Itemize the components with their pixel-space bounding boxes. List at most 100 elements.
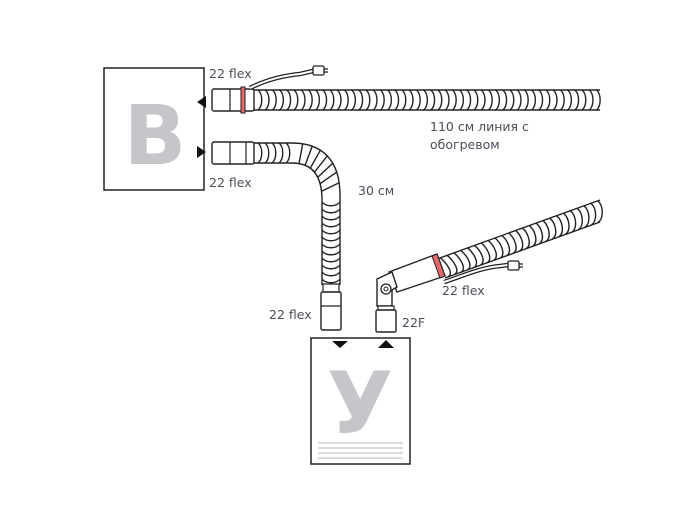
hose-coil: [542, 220, 550, 243]
hose-coil: [583, 205, 590, 229]
label-port-22f: 22F: [402, 315, 425, 330]
hose-coil: [453, 252, 465, 273]
hose-coil: [521, 227, 530, 250]
hose-coil: [321, 229, 341, 235]
hose-coil: [271, 89, 277, 111]
hose-coil: [293, 89, 299, 111]
hose-coil: [358, 89, 364, 111]
hose-coil: [459, 89, 465, 111]
hose-coil: [321, 250, 341, 256]
label-line-title-1: 110 см линия с: [430, 119, 529, 134]
hose-coil: [365, 89, 371, 111]
hose-coil: [264, 89, 270, 111]
hose-coil: [437, 89, 443, 111]
hose-coil: [322, 89, 328, 111]
hose-coil: [319, 171, 338, 185]
hose-coil: [321, 201, 341, 207]
box-y: У: [310, 337, 411, 465]
hose-coil: [321, 264, 341, 270]
hose-coil: [321, 278, 341, 284]
connector-22f: [375, 309, 397, 333]
hose-coil: [321, 208, 341, 214]
hose-coil: [439, 257, 451, 278]
hose-coil: [528, 225, 537, 247]
box-y-letter: У: [327, 354, 393, 454]
hose-coil: [467, 247, 478, 269]
hose-coil: [559, 89, 565, 111]
hose-coil: [466, 89, 472, 111]
box-b: B: [103, 67, 206, 191]
hose-coil: [257, 142, 263, 164]
power-plug-top: [312, 65, 325, 76]
hose-coil: [487, 239, 497, 261]
hose-coil: [278, 142, 284, 164]
label-flex-right: 22 flex: [442, 283, 485, 298]
hose-coil: [321, 236, 341, 242]
label-flex-mid: 22 flex: [209, 175, 252, 190]
hose-coil: [321, 257, 341, 263]
connector-top: [211, 88, 255, 112]
hose-coil: [552, 89, 558, 111]
hose-coil: [516, 89, 522, 111]
hose-coil: [495, 89, 501, 111]
hose-coil: [321, 271, 341, 277]
hose-coil: [286, 89, 292, 111]
hose-coil: [415, 89, 421, 111]
hose-coil: [401, 89, 407, 111]
hose-coil: [590, 202, 597, 226]
hose-coil: [523, 89, 529, 111]
hose-coil: [329, 89, 335, 111]
hose-coil: [494, 237, 504, 259]
label-flex-top: 22 flex: [209, 66, 252, 81]
port-arrow-top: [197, 96, 206, 108]
hose-coil: [257, 89, 263, 111]
hose-coil: [300, 89, 306, 111]
hose-coil: [351, 89, 357, 111]
hose-coil: [387, 89, 393, 111]
hose-coil: [569, 210, 577, 233]
hose-coil: [309, 149, 322, 169]
hose-coil: [545, 89, 551, 111]
hose-coil: [515, 230, 524, 252]
hose-coil: [313, 155, 328, 173]
hose-coil: [509, 89, 515, 111]
hose-30cm: [211, 141, 342, 331]
hose-coil: [581, 89, 587, 111]
heated-hose-top: [211, 65, 601, 114]
hose-coil: [430, 89, 436, 111]
hose-coil: [549, 217, 557, 240]
hose-coil: [563, 212, 570, 236]
hose-coil: [597, 200, 603, 224]
hose-coil: [487, 89, 493, 111]
hose-coil: [480, 242, 491, 264]
connector-bottom-left: [320, 291, 342, 331]
accent-ring-top: [240, 86, 246, 114]
hose-coil: [531, 89, 537, 111]
hose-coil: [588, 89, 594, 111]
hose-coil: [343, 89, 349, 111]
hose-coil: [315, 89, 321, 111]
hose-coil: [279, 89, 285, 111]
hose-coil: [446, 254, 458, 276]
box-b-letter: B: [124, 89, 187, 184]
hose-coil: [508, 232, 517, 254]
port-arrow-mid: [197, 146, 206, 158]
hose-coil: [576, 207, 583, 231]
label-length-30: 30 см: [358, 183, 394, 198]
hose-coil: [304, 145, 313, 166]
hose-coil: [444, 89, 450, 111]
hose-coil: [473, 89, 479, 111]
hose-coil: [285, 142, 291, 164]
hose-coil: [538, 89, 544, 111]
box-y-lines: [318, 442, 403, 459]
hose-coil: [474, 244, 484, 266]
accent-ring-right: [431, 253, 446, 279]
box-b-frame: [103, 67, 205, 191]
hose-coil: [336, 89, 342, 111]
hose-coil: [460, 249, 471, 271]
hose-coil: [501, 234, 511, 257]
port-arrow-bottom-left: [332, 341, 348, 348]
hose-coil: [574, 89, 580, 111]
hose-coil: [595, 89, 601, 111]
